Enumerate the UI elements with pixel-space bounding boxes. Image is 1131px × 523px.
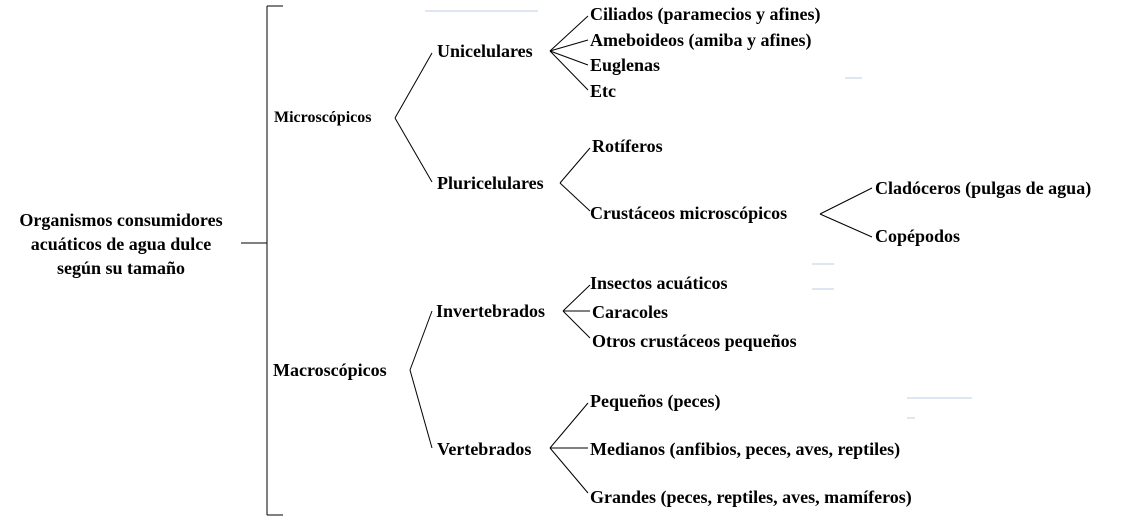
crust-to-copepodos: [819, 213, 873, 238]
vert-to-pequenos: [549, 402, 589, 449]
leaf-pequenos: Pequeños (peces): [590, 391, 721, 411]
leaf-euglenas: Euglenas: [590, 55, 661, 75]
crust-to-cladoceros: [819, 187, 873, 215]
root-line-2: acuáticos de agua dulce: [30, 234, 212, 254]
uni-to-euglenas: [549, 50, 589, 66]
node-pluricelulares: Pluricelulares: [437, 173, 544, 193]
macro-to-vertebrados: [409, 369, 433, 449]
leaf-otros-crustaceos: Otros crustáceos pequeños: [592, 331, 797, 351]
macro-to-invertebrados: [409, 310, 433, 371]
uni-to-ciliados: [549, 15, 589, 52]
node-macroscopicos: Macroscópicos: [273, 360, 387, 380]
leaf-insectos-acuaticos: Insectos acuáticos: [590, 273, 728, 293]
micro-to-unicelulares: [394, 52, 433, 119]
micro-to-pluricelulares: [394, 117, 433, 183]
leaf-grandes: Grandes (peces, reptiles, aves, mamífero…: [590, 487, 912, 507]
root-line-3: según su tamaño: [56, 258, 186, 278]
pluri-to-rotiferos: [559, 147, 591, 184]
pluri-to-crustaceos: [559, 182, 591, 212]
node-unicelulares: Unicelulares: [437, 41, 533, 61]
uni-to-etc: [549, 50, 589, 91]
leaf-cladoceros: Cladóceros (pulgas de agua): [875, 178, 1092, 198]
inv-to-crustaceos: [562, 310, 591, 339]
uni-to-ameboideos: [549, 39, 589, 52]
leaf-ameboideos: Ameboideos (amiba y afines): [590, 30, 812, 50]
inv-to-insectos: [562, 284, 591, 312]
leaf-etc: Etc: [590, 81, 616, 101]
root-node: Organismos consumidores acuáticos de agu…: [2, 208, 240, 280]
vert-to-grandes: [549, 447, 589, 494]
leaf-rotiferos: Rotíferos: [592, 136, 663, 156]
root-line-1: Organismos consumidores: [19, 210, 223, 230]
node-microscopicos: Microscópicos: [274, 109, 372, 126]
leaf-caracoles: Caracoles: [592, 302, 668, 322]
leaf-crustaceos-microscopicos: Crustáceos microscópicos: [590, 203, 788, 223]
leaf-ciliados: Ciliados (paramecios y afines): [590, 4, 821, 24]
node-vertebrados: Vertebrados: [437, 439, 532, 459]
node-invertebrados: Invertebrados: [436, 301, 545, 321]
leaf-copepodos: Copépodos: [875, 226, 961, 246]
leaf-medianos: Medianos (anfibios, peces, aves, reptile…: [590, 439, 901, 459]
